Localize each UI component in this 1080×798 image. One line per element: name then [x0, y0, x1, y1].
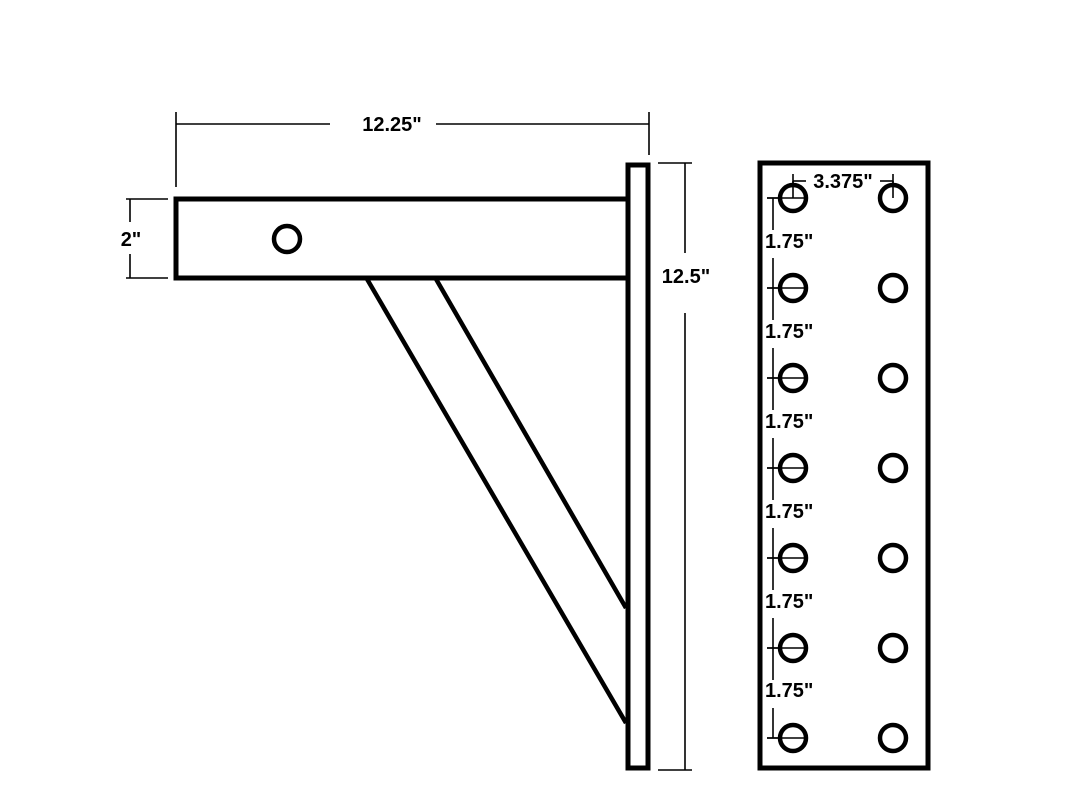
mount-plate-side	[625, 162, 651, 771]
plate-height-dimension: 12.5"	[658, 162, 710, 771]
hole-r5-c2	[877, 542, 909, 574]
side-view: 12.25" 2" 12.5"	[121, 112, 710, 771]
hole-r4-c2	[877, 452, 909, 484]
hole-r6-c2	[877, 632, 909, 664]
shank-bar	[173, 196, 627, 281]
overall-length-dimension: 12.25"	[175, 112, 650, 187]
gusset-brace	[365, 277, 628, 725]
vertical-spacing-labels: 1.75" 1.75" 1.75" 1.75" 1.75" 1.75"	[765, 231, 813, 702]
vertical-spacing-label-5: 1.75"	[765, 591, 813, 613]
overall-length-label: 12.25"	[362, 114, 422, 136]
hole-r2-c2	[877, 272, 909, 304]
mount-plate-front	[757, 160, 931, 771]
plate-height-label: 12.5"	[662, 266, 710, 288]
shank-height-label: 2"	[121, 229, 142, 251]
horizontal-spacing-label: 3.375"	[813, 171, 873, 193]
vertical-spacing-label-1: 1.75"	[765, 231, 813, 253]
shank-pin-hole	[271, 223, 303, 255]
vertical-spacing-label-4: 1.75"	[765, 501, 813, 523]
mounting-holes	[777, 182, 909, 754]
hole-r7-c2	[877, 722, 909, 754]
shank-height-dimension: 2"	[121, 198, 168, 279]
vertical-spacing-label-3: 1.75"	[765, 411, 813, 433]
hole-r3-c2	[877, 362, 909, 394]
horizontal-spacing-dimension: 3.375"	[792, 171, 894, 198]
vertical-spacing-label-6: 1.75"	[765, 680, 813, 702]
hole-center-marks	[767, 181, 894, 739]
vertical-spacing-label-2: 1.75"	[765, 321, 813, 343]
front-view: 3.375" 1.75" 1.75" 1.75" 1.75"	[757, 160, 931, 771]
